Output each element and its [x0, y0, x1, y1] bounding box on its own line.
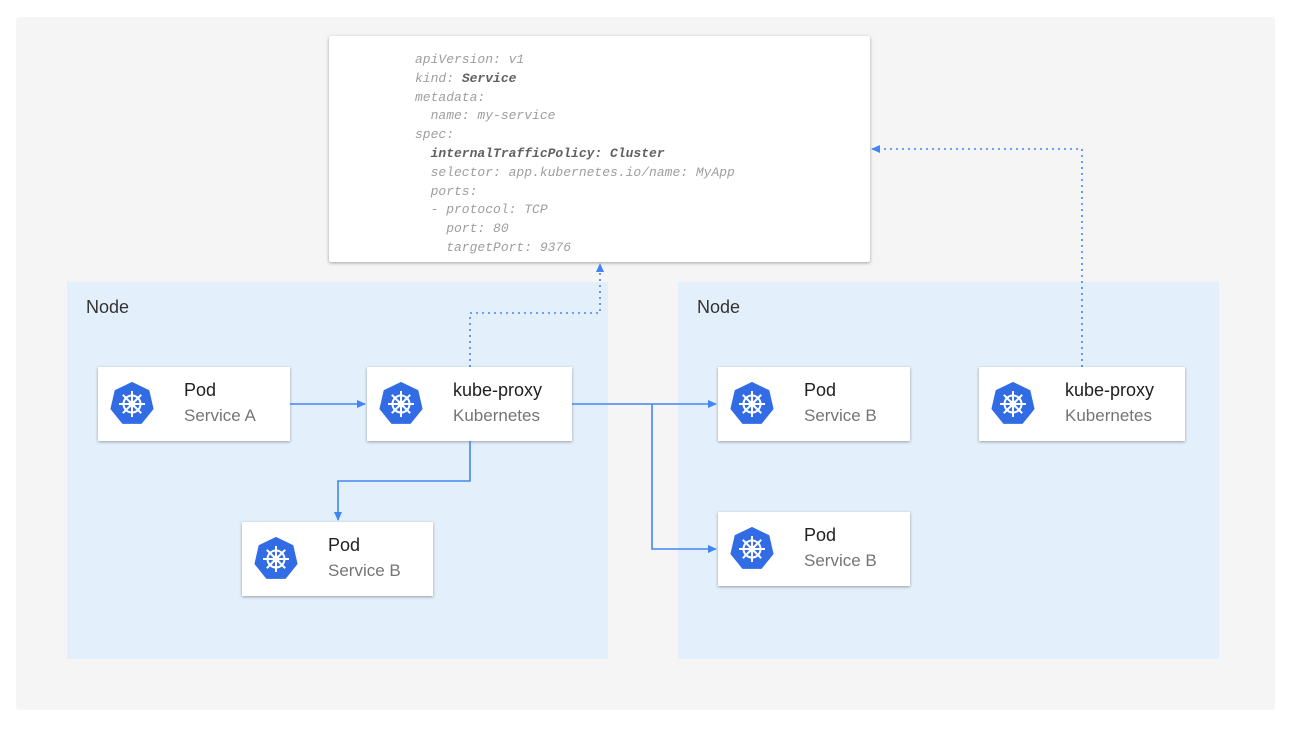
card-title: Pod	[184, 380, 217, 400]
dotted-arrow-kube-proxy-left-to-service	[469, 263, 604, 367]
yaml-line: selector: app.kubernetes.io/name: MyApp	[415, 164, 735, 180]
card-subtitle: Service A	[184, 406, 256, 425]
yaml-line: ports:	[415, 183, 478, 199]
card-title: Pod	[804, 525, 837, 545]
yaml-key: kind:	[415, 70, 462, 86]
yaml-line: kind: Service	[415, 71, 516, 86]
yaml-line: metadata:	[415, 89, 486, 105]
yaml-code: apiVersion: v1 kind: Service metadata: n…	[415, 51, 735, 258]
kubernetes-helm-icon	[991, 382, 1035, 424]
yaml-line: port: 80	[415, 221, 509, 237]
card-title: Pod	[328, 535, 361, 555]
yaml-value: Service	[461, 70, 517, 86]
yaml-line: - protocol: TCP	[415, 202, 548, 218]
yaml-line: targetPort: 9376	[415, 239, 572, 255]
card-subtitle: Kubernetes	[1065, 406, 1152, 425]
kubernetes-helm-icon	[730, 382, 774, 424]
card-title: kube-proxy	[1065, 380, 1155, 400]
yaml-line: spec:	[415, 127, 455, 143]
yaml-line: name: my-service	[415, 108, 556, 124]
service-yaml-box: apiVersion: v1 kind: Service metadata: n…	[329, 36, 870, 262]
kubernetes-helm-icon	[379, 382, 423, 424]
node-label: Node	[697, 297, 741, 317]
card-subtitle: Service B	[804, 406, 877, 425]
kubernetes-helm-icon	[730, 527, 774, 569]
card-subtitle: Service B	[328, 561, 401, 580]
node-label: Node	[86, 297, 130, 317]
card-subtitle: Service B	[804, 551, 877, 570]
card-subtitle: Kubernetes	[453, 406, 540, 425]
yaml-line: apiVersion: v1	[415, 52, 525, 67]
arrow-kube-proxy-to-pod-b-left	[334, 441, 471, 521]
kubernetes-helm-icon	[254, 537, 298, 579]
card-title: kube-proxy	[453, 380, 543, 400]
node-left: Node	[67, 282, 608, 659]
yaml-bold-line: internalTrafficPolicy: Cluster	[415, 145, 665, 161]
dotted-arrow-kube-proxy-right-to-service	[871, 145, 1083, 367]
node-right: Node	[678, 282, 1219, 659]
kubernetes-helm-icon	[110, 382, 154, 424]
arrow-kube-proxy-to-pod-b-right-2	[651, 404, 717, 553]
card-title: Pod	[804, 380, 837, 400]
yaml-line: internalTrafficPolicy: Cluster	[415, 146, 665, 161]
